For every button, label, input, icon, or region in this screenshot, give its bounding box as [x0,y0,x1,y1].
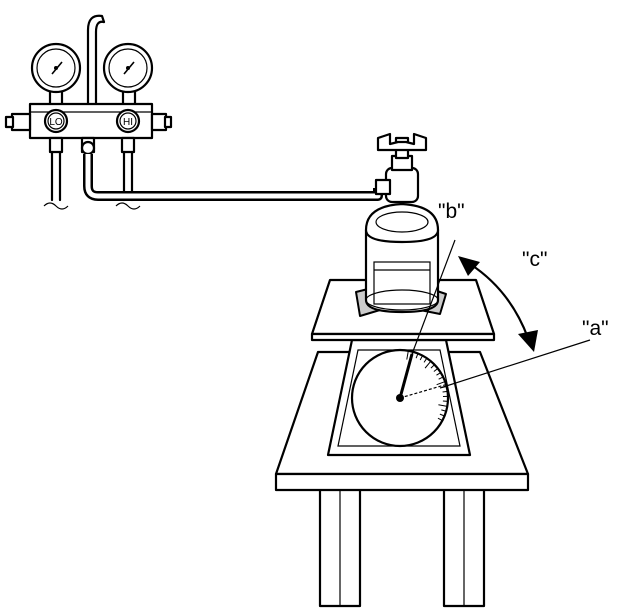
high-side-label: HI [123,117,133,128]
leader-b [411,239,456,355]
dial-tick [424,360,432,369]
manifold-hook [86,14,106,107]
manifold-gauge-set: LO HI [4,14,173,210]
high-pressure-gauge [102,42,154,108]
refrigerant-can [355,132,447,317]
dial-tick [442,390,448,393]
callout-b: "b" [438,200,465,223]
dial-tick [437,417,443,421]
dial-tick [441,409,447,412]
weighing-scale-stand [274,278,530,608]
left-fitting [10,112,32,132]
arrow-c-head-bottom [518,330,538,352]
dial-tick [436,372,441,376]
low-pressure-gauge [30,42,82,108]
dial-tick [436,381,446,386]
callouts: "b" "a" "c" [411,200,609,389]
can-tap-handle [376,132,428,152]
high-side-port [120,136,136,154]
dial-tick [423,357,428,363]
dial-tick [433,368,439,372]
dial-tick [415,353,419,359]
leader-a [439,339,591,389]
low-side-label: LO [49,117,63,128]
dial-needle [398,353,414,399]
dial-tick [438,376,444,380]
callout-a: "a" [582,317,609,340]
reference-mark [399,383,449,399]
dial-tick [439,413,445,417]
dial-ticks [406,350,448,421]
dial-tick [406,350,409,360]
scale-dial [350,348,450,448]
arrow-c [468,262,530,340]
arrow-c-head-top [458,256,480,276]
high-side-valve-knob: HI [115,108,141,134]
dial-tick [430,364,435,369]
low-side-port [48,136,64,154]
dial-tick [438,404,448,407]
low-side-valve-knob: LO [43,108,69,134]
callout-c: "c" [522,248,547,271]
dial-tick [419,355,423,361]
